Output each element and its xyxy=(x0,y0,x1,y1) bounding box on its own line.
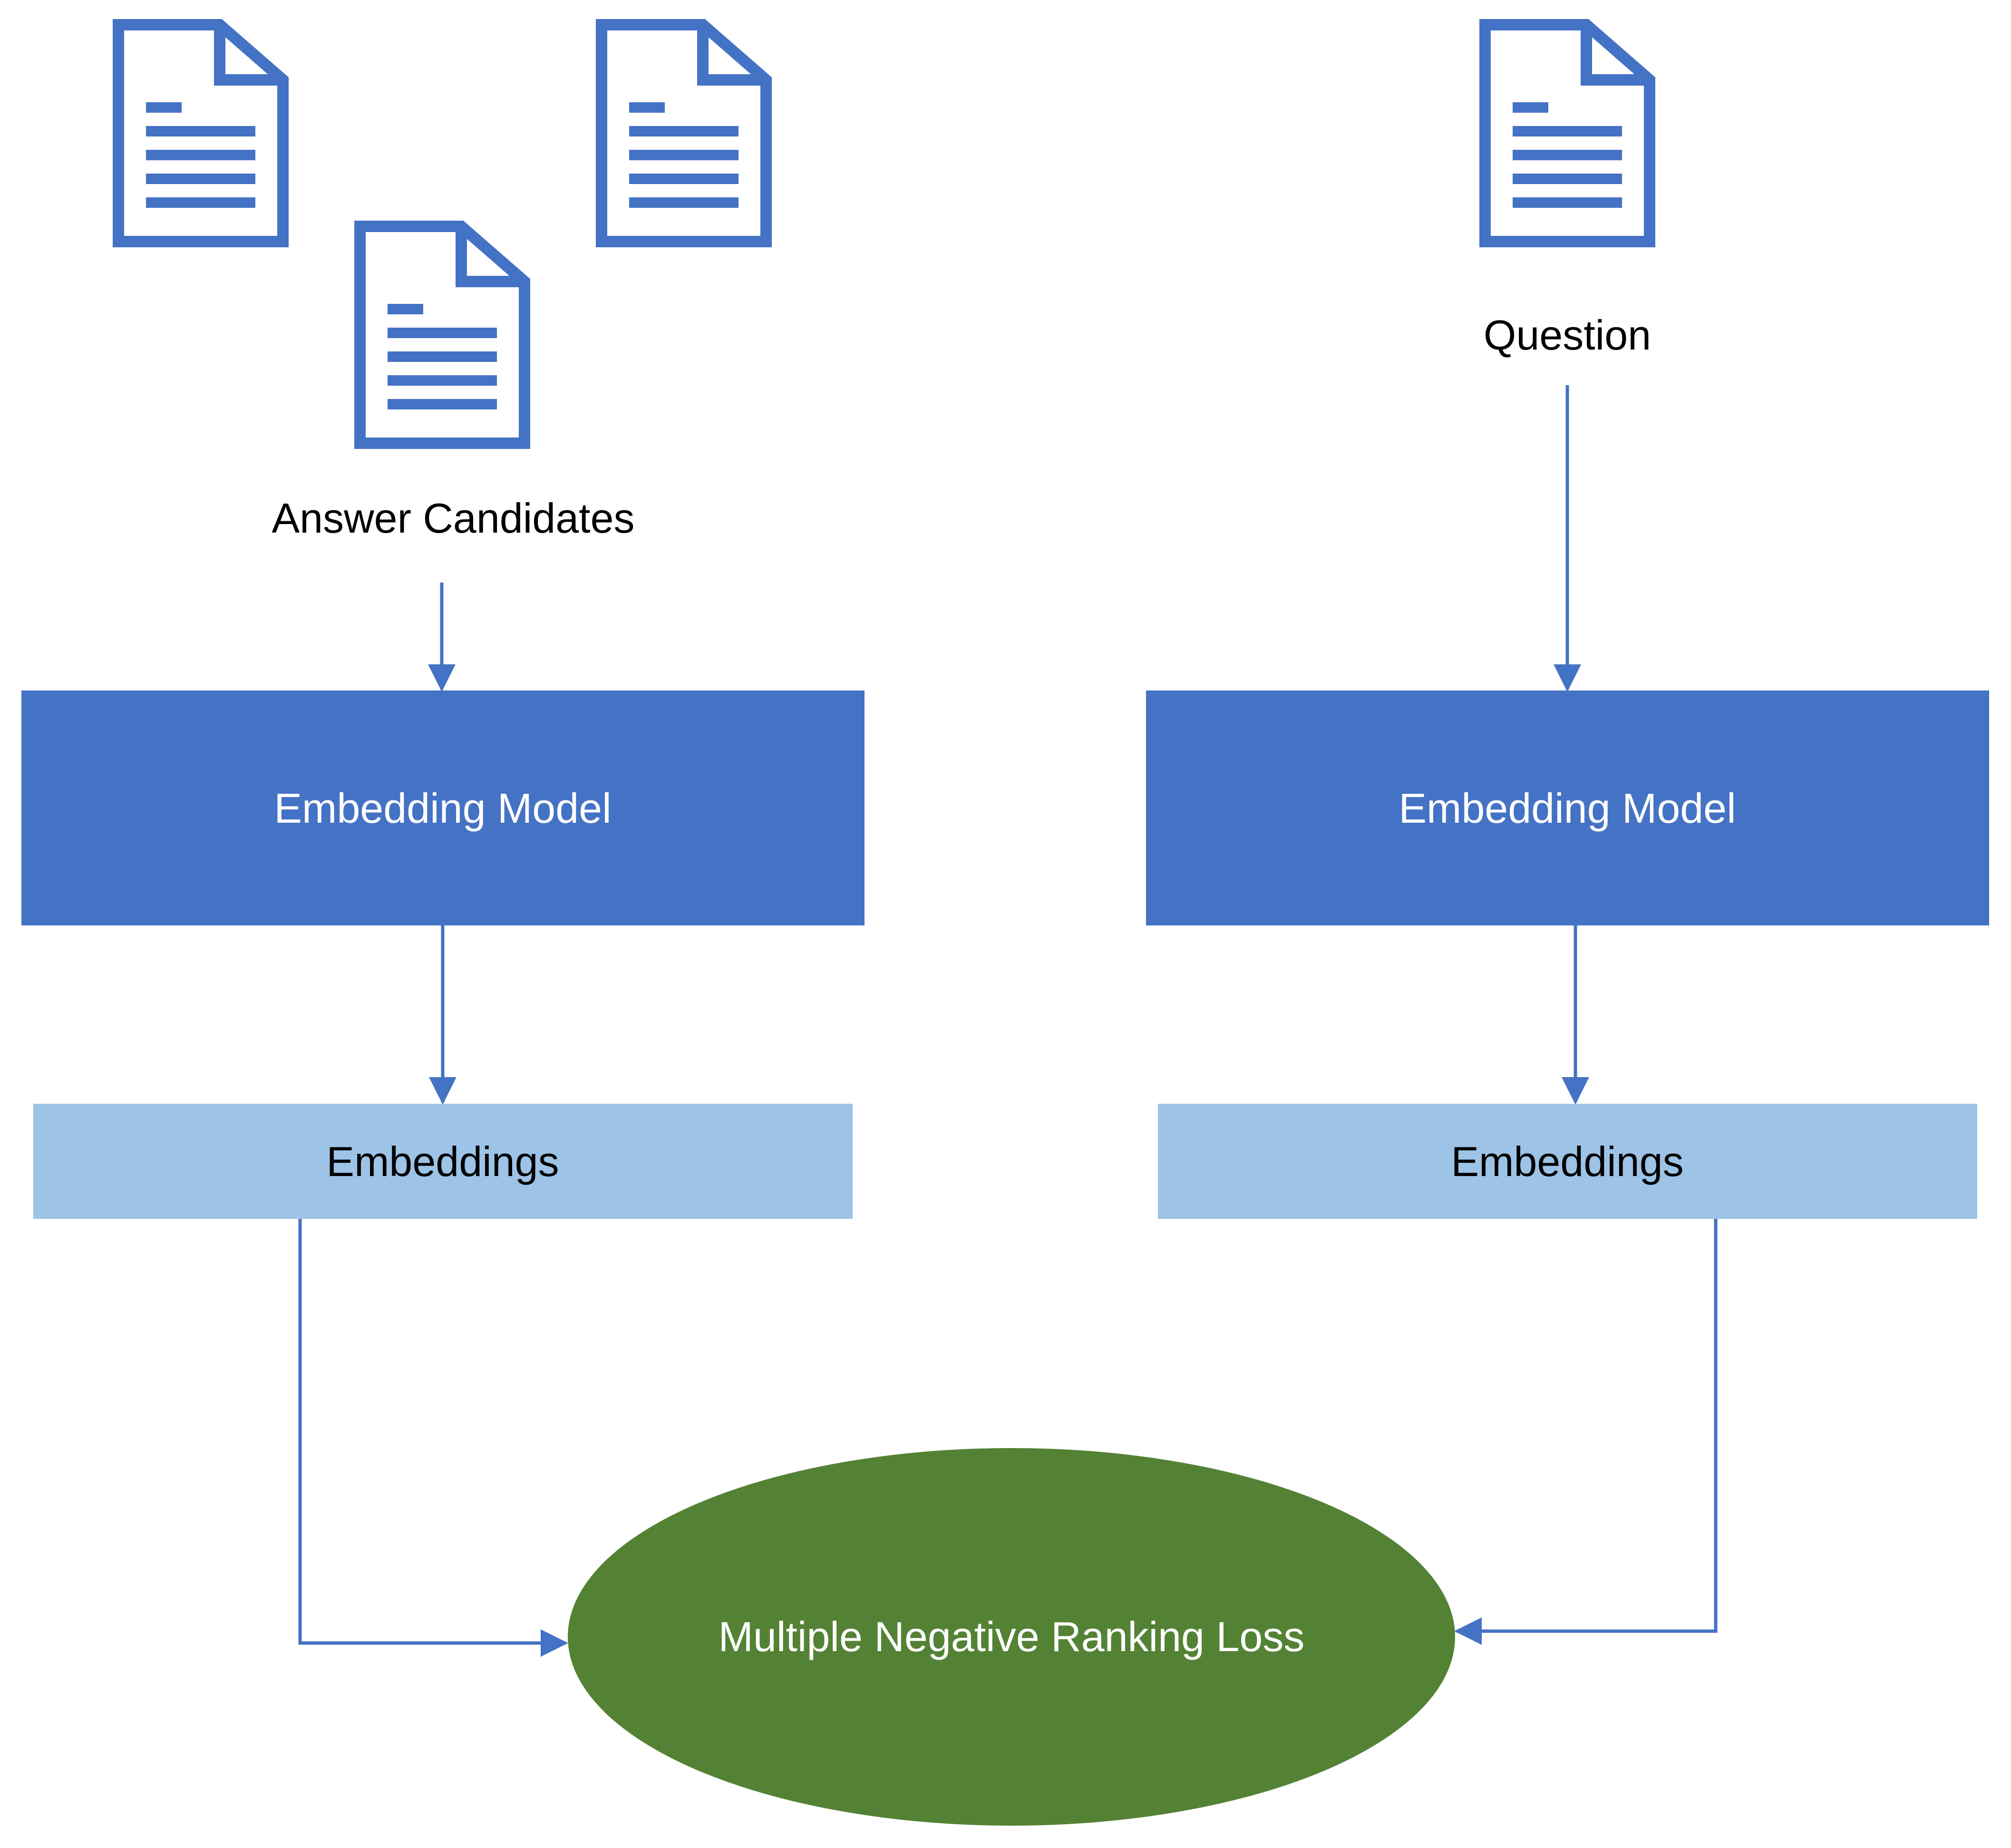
loss-label: Multiple Negative Ranking Loss xyxy=(719,1613,1305,1660)
answer-candidates-documents xyxy=(118,25,766,443)
document-icon xyxy=(118,25,283,242)
question-document-icon xyxy=(1485,25,1650,242)
question-label: Question xyxy=(1484,311,1651,359)
right-embedding-model-label: Embedding Model xyxy=(1399,785,1736,832)
answer-candidates-label: Answer Candidates xyxy=(272,495,634,542)
right-embeddings-label: Embeddings xyxy=(1451,1138,1683,1185)
left-embeddings-box: Embeddings xyxy=(33,1104,853,1219)
left-embeddings-label: Embeddings xyxy=(326,1138,559,1185)
arrow-right-embeddings-to-loss xyxy=(1454,1219,1718,1645)
left-embedding-model-label: Embedding Model xyxy=(274,785,611,832)
document-icon xyxy=(602,25,766,242)
right-embeddings-box: Embeddings xyxy=(1158,1104,1977,1219)
left-embedding-model-box: Embedding Model xyxy=(21,691,865,925)
arrow-left-embeddings-to-loss xyxy=(298,1219,568,1657)
document-icon xyxy=(360,226,525,443)
loss-ellipse: Multiple Negative Ranking Loss xyxy=(568,1448,1455,1826)
right-embedding-model-box: Embedding Model xyxy=(1146,691,1989,925)
